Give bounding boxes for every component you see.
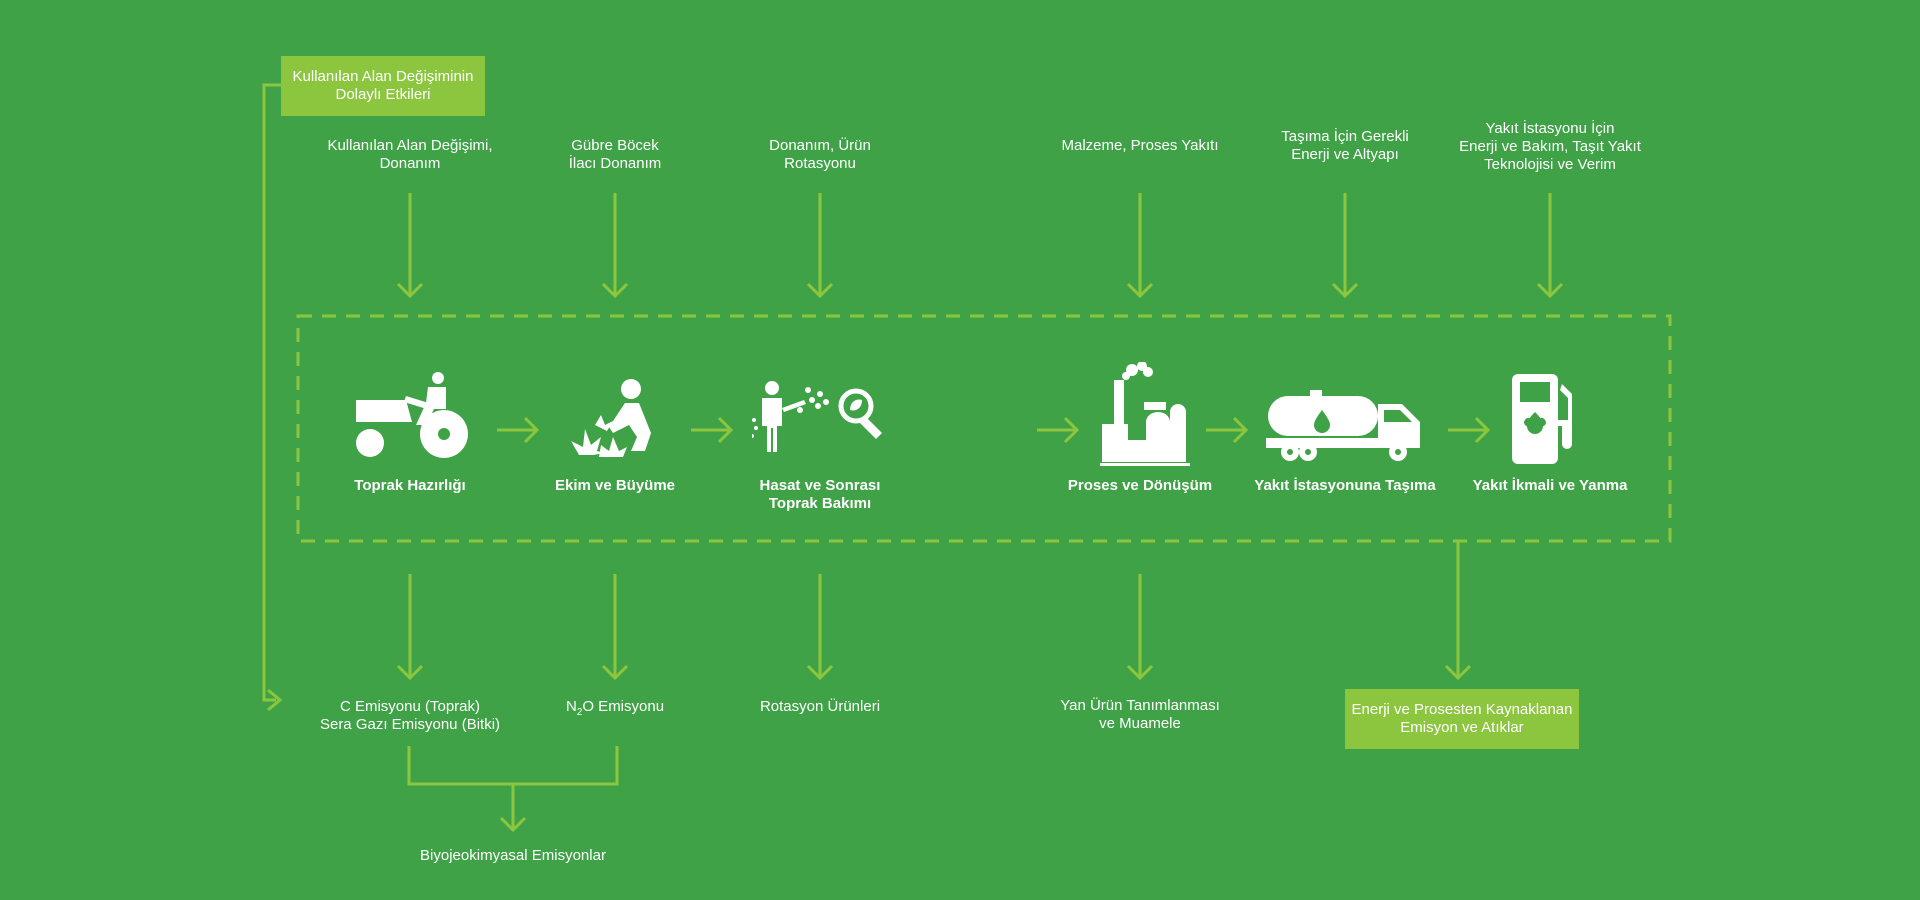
input-arrows — [396, 193, 1564, 299]
planting-person-icon — [571, 379, 651, 457]
step-label-soil-prep: Toprak Hazırlığı — [354, 477, 466, 494]
step-label-processing: Proses ve Dönüşüm — [1067, 477, 1213, 494]
step-label-transport: Yakıt İstasyonuna Taşıma — [1254, 477, 1436, 494]
factory-icon — [1100, 362, 1190, 466]
input-label-rotation: Donanım, Ürün Rotasyonu — [769, 137, 871, 172]
flow-arrows — [497, 416, 1491, 444]
indirect-effects-line — [262, 83, 282, 702]
step-label-harvest: Hasat ve Sonrası Toprak Bakımı — [759, 477, 881, 512]
indirect-effects-arrowhead — [267, 688, 283, 712]
tanker-truck-icon — [1266, 390, 1420, 461]
indirect-effects-box: Kullanılan Alan Değişiminin Dolaylı Etki… — [281, 56, 485, 116]
tractor-icon — [356, 372, 468, 458]
step-label-refueling: Yakıt İkmali ve Yanma — [1472, 477, 1628, 494]
harvest-inspection-icon — [752, 381, 882, 452]
output-label-biogeochemical: Biyojeokimyasal Emisyonlar — [420, 847, 606, 864]
input-label-transport-energy: Taşıma İçin Gerekli Enerji ve Altyapı — [1281, 128, 1409, 163]
merge-bracket — [407, 746, 619, 833]
output-label-byproduct: Yan Ürün Tanımlanması ve Muamele — [1060, 697, 1220, 732]
output-label-rotation-products: Rotasyon Ürünleri — [759, 698, 881, 715]
step-label-planting: Ekim ve Büyüme — [554, 477, 676, 494]
input-label-land-use: Kullanılan Alan Değişimi, Donanım — [327, 137, 493, 172]
input-label-process-fuel: Malzeme, Proses Yakıtı — [1061, 137, 1219, 154]
input-label-fertilizer: Gübre Böcek İlacı Donanım — [568, 137, 662, 172]
output-label-c-emission: C Emisyonu (Toprak) Sera Gazı Emisyonu (… — [319, 698, 501, 733]
output-label-n2o: N2O Emisyonu — [565, 698, 665, 718]
fuel-pump-icon — [1512, 374, 1572, 464]
energy-emission-box: Enerji ve Prosesten Kaynaklanan Emisyon … — [1345, 689, 1579, 749]
process-boundary — [296, 314, 1672, 543]
output-arrows — [396, 541, 1472, 681]
input-label-station-energy: Yakıt İstasyonu İçin Enerji ve Bakım, Ta… — [1459, 120, 1641, 173]
